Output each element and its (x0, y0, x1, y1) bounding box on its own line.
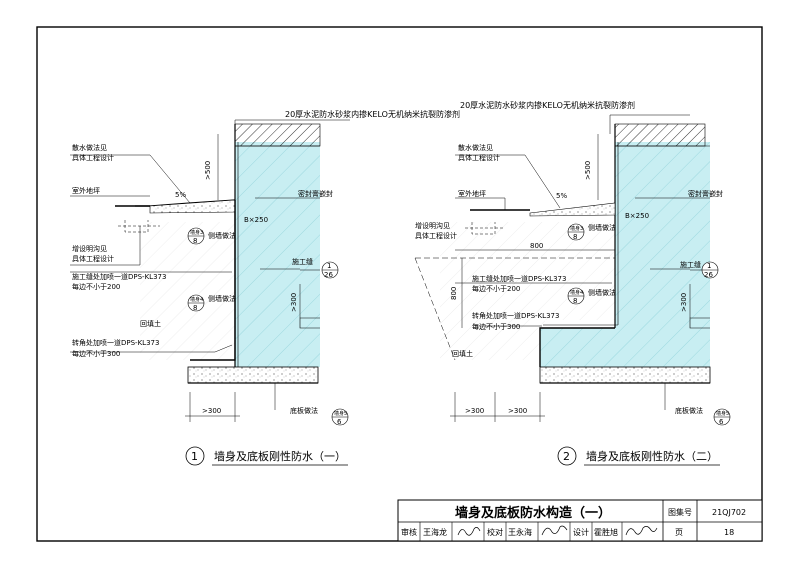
ref-symbol-wall4-2: 墙身4 8 (567, 287, 585, 305)
corner-note-1b: 每边不小于300 (72, 349, 120, 358)
title-block: 墙身及底板防水构造（一） 图集号 21QJ702 页 18 审核 王海龙 校对 … (397, 499, 763, 542)
ref-symbol-joint-1: 1 26 (321, 261, 339, 279)
svg-text:26: 26 (704, 271, 713, 279)
ref-symbol-wall3-2: 墙身3 8 (567, 223, 585, 241)
joint-note-2a: 施工缝处加喷一道DPS-KL373 (472, 274, 566, 283)
scatter-note-1b: 具体工程设计 (72, 153, 114, 162)
atlas-label: 图集号 (668, 507, 692, 517)
detail-1: >500 20厚水泥防水砂浆内掺KELO无机纳米抗裂防渗剂 散水做法见 具体工程… (70, 109, 460, 466)
joint-note-2b: 每边不小于200 (472, 284, 520, 293)
designer-signature (625, 526, 658, 536)
detail-caption-2: 墙身及底板刚性防水（二） (586, 449, 718, 463)
wall-method-1b: 侧墙做法 (208, 294, 236, 303)
waterproof-wall-1 (235, 142, 320, 367)
wall-method-2: 侧墙做法 (588, 223, 616, 232)
svg-text:8: 8 (193, 237, 197, 245)
bottom-slab-1 (187, 366, 319, 384)
svg-text:墙身3: 墙身3 (570, 225, 583, 232)
svg-text:8: 8 (573, 297, 577, 305)
wall-method-1: 侧墙做法 (208, 231, 236, 240)
drawing-title: 墙身及底板防水构造（一） (455, 505, 611, 521)
page-number: 18 (724, 528, 734, 537)
corner-note-2b: 每边不小于300 (472, 322, 520, 331)
outdoor-grade-2: 室外地坪 (458, 189, 486, 198)
scatter-note-1a: 散水做法见 (72, 143, 107, 152)
designer-name: 霍胜旭 (594, 527, 618, 537)
seal-label-1: 密封膏嵌封 (298, 189, 333, 198)
checker-signature (541, 525, 568, 536)
svg-text:墙身4: 墙身4 (190, 296, 203, 303)
svg-text:6: 6 (719, 418, 724, 426)
backfill-2: 回填土 (452, 349, 473, 358)
dim-300-1: >300 (290, 293, 298, 312)
outline-note-2a: 增设明沟见 (415, 221, 450, 230)
dim-500-2: >500 (584, 161, 592, 180)
ref-symbol-joint-2: 1 26 (701, 261, 719, 279)
detail-2: 800 800 >500 20厚水泥防水砂浆内掺KELO无机纳米抗裂防渗剂 散水… (414, 100, 731, 466)
outline-note-1a: 增设明沟见 (72, 244, 107, 253)
svg-text:6: 6 (337, 418, 342, 426)
dim-300b-1: >300 (202, 407, 221, 415)
brick-wall-1 (234, 123, 321, 147)
top-note-1: 20厚水泥防水砂浆内掺KELO无机纳米抗裂防渗剂 (285, 109, 460, 119)
joint-note-1b: 每边不小于200 (72, 282, 120, 291)
reviewer-signature (457, 527, 481, 536)
reviewer-name: 王海龙 (423, 527, 447, 537)
top-note-2: 20厚水泥防水砂浆内掺KELO无机纳米抗裂防渗剂 (460, 100, 635, 110)
b250-1: B×250 (244, 216, 268, 224)
ref-symbol-wall5-1: 墙身5 6 (331, 408, 349, 426)
svg-text:墙身5: 墙身5 (716, 410, 729, 417)
corner-note-1a: 转角处加喷一道DPS-KL373 (72, 338, 159, 347)
corner-note-2a: 转角处加喷一道DPS-KL373 (472, 311, 559, 320)
detail-number-2: 2 (563, 450, 570, 463)
design-label: 设计 (573, 527, 589, 537)
svg-text:8: 8 (573, 233, 577, 241)
seal-label-2: 密封膏嵌封 (688, 189, 723, 198)
svg-text:墙身5: 墙身5 (334, 410, 347, 417)
svg-text:墙身3: 墙身3 (190, 229, 203, 236)
outdoor-grade-1: 室外地坪 (72, 186, 100, 195)
joint-note-1a: 施工缝处加喷一道DPS-KL373 (72, 272, 166, 281)
detail-caption-1: 墙身及底板刚性防水（一） (214, 449, 346, 463)
page-label: 页 (675, 528, 683, 537)
review-label: 审核 (401, 527, 417, 537)
outline-note-1b: 具体工程设计 (72, 254, 114, 263)
joint-label-1: 施工缝 (292, 257, 313, 266)
svg-text:26: 26 (324, 271, 333, 279)
dim-500-1: >500 (204, 161, 212, 180)
scatter-note-2a: 散水做法见 (458, 143, 493, 152)
backfill-soil-1 (140, 222, 235, 360)
slope-2: 5% (556, 192, 567, 200)
svg-text:1: 1 (707, 262, 711, 270)
outline-note-2b: 具体工程设计 (415, 231, 457, 240)
wall-method-2b: 侧墙做法 (588, 288, 616, 297)
atlas-number: 21QJ702 (712, 508, 746, 517)
svg-text:1: 1 (327, 262, 331, 270)
checker-name: 王永海 (508, 527, 532, 537)
slab-method-1: 底板做法 (290, 406, 318, 415)
dim-800v-2: 800 (450, 287, 458, 300)
ref-symbol-wall4-1: 墙身4 8 (187, 294, 205, 312)
dim-300-2: >300 (680, 293, 688, 312)
dim-800h-2: 800 (530, 242, 543, 250)
dim-300b-2: >300 (465, 407, 484, 415)
slope-1: 5% (175, 191, 186, 199)
ref-symbol-wall5-2: 墙身5 6 (713, 408, 731, 426)
joint-label-2: 施工缝 (680, 260, 701, 269)
svg-text:墙身4: 墙身4 (570, 289, 583, 296)
b250-2: B×250 (625, 212, 649, 220)
check-label: 校对 (487, 527, 503, 537)
ref-symbol-wall3-1: 墙身3 8 (187, 227, 205, 245)
slab-method-2: 底板做法 (675, 406, 703, 415)
detail-number-1: 1 (191, 450, 198, 463)
bottom-slab-2 (539, 366, 711, 384)
brick-wall-2 (614, 123, 706, 147)
svg-text:8: 8 (193, 304, 197, 312)
dim-300c-2: >300 (508, 407, 527, 415)
backfill-1: 回填土 (140, 319, 161, 328)
scatter-note-2b: 具体工程设计 (458, 153, 500, 162)
